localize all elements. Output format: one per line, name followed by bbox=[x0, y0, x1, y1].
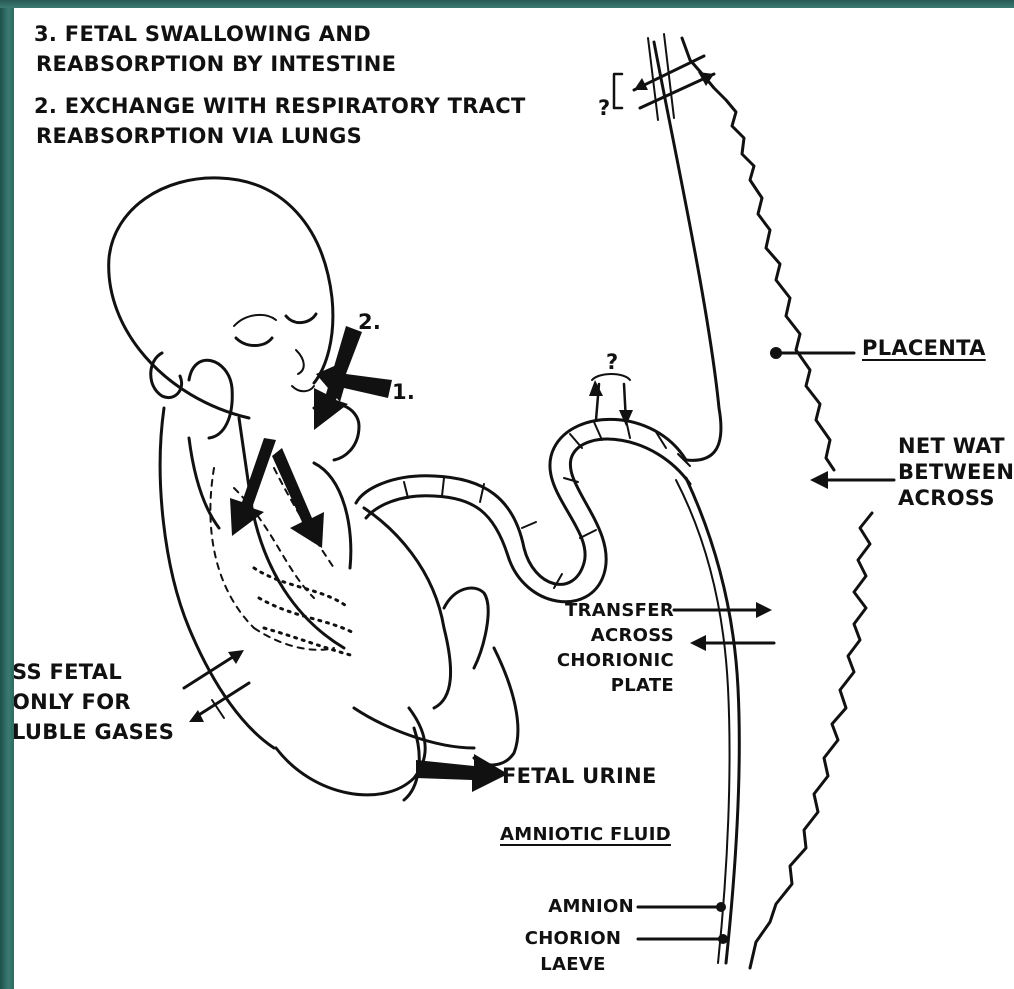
chorion-label-line1: CHORION bbox=[508, 928, 638, 950]
respiratory-label-line2: REABSORPTION VIA LUNGS bbox=[36, 124, 362, 148]
swallowing-label-line1: 3. FETAL SWALLOWING AND bbox=[34, 22, 371, 46]
question-mark-top: ? bbox=[598, 96, 610, 120]
cord-question-bracket bbox=[592, 374, 630, 380]
fetal-urine-label: FETAL URINE bbox=[502, 764, 657, 788]
chorion-label-line2: LAEVE bbox=[508, 954, 638, 976]
fetal-lungs-dashed bbox=[210, 468, 334, 650]
arrowhead-cord-down bbox=[619, 410, 633, 426]
transfer-label-line1: TRANSFER bbox=[534, 600, 674, 622]
placenta-outline bbox=[682, 38, 834, 470]
fetal-head bbox=[109, 178, 333, 418]
fetal-eye-1 bbox=[236, 338, 272, 346]
amnion-dot bbox=[716, 902, 726, 912]
skin-label-line2: ONLY FOR bbox=[14, 690, 131, 714]
amnion-label: AMNION bbox=[508, 896, 634, 918]
fetal-eye-2 bbox=[286, 314, 316, 323]
net-water-label-line1: NET WAT bbox=[898, 434, 1005, 458]
skin-label-line1: SS FETAL bbox=[14, 660, 122, 684]
chorion-dot bbox=[718, 934, 728, 944]
arrowhead-transfer-left bbox=[690, 635, 706, 651]
transfer-label-line4: PLATE bbox=[534, 675, 674, 697]
umbilical-cord-inner bbox=[366, 439, 690, 602]
transfer-label-line3: CHORIONIC bbox=[534, 650, 674, 672]
placenta-dot bbox=[770, 347, 782, 359]
fetal-arm bbox=[189, 438, 219, 528]
fetal-knee bbox=[474, 648, 518, 765]
bracket-question-top bbox=[614, 74, 622, 108]
slide-frame-left bbox=[0, 0, 14, 989]
fetal-brow bbox=[234, 315, 276, 326]
respiratory-label-line1: 2. EXCHANGE WITH RESPIRATORY TRACT bbox=[34, 94, 526, 118]
arrowhead-transfer-right bbox=[756, 602, 772, 618]
uterine-wall-lower bbox=[750, 513, 872, 968]
amniotic-fluid-label: AMNIOTIC FLUID bbox=[500, 824, 671, 846]
thick-arrow-urine bbox=[416, 754, 508, 792]
arrowhead-cord-up bbox=[589, 380, 603, 396]
cord-striations bbox=[404, 420, 690, 588]
fetal-leg-upper bbox=[364, 508, 451, 708]
swallowing-label-line2: REABSORPTION BY INTESTINE bbox=[36, 52, 396, 76]
thick-arrow-body-left bbox=[230, 438, 276, 536]
respiratory-marker: 2. bbox=[358, 310, 381, 334]
fetal-mouth bbox=[292, 386, 314, 391]
fetal-intestine-dotted bbox=[254, 568, 354, 656]
net-water-label-line3: ACROSS bbox=[898, 486, 995, 510]
skin-label-line3: LUBLE GASES bbox=[14, 720, 174, 744]
fetal-nose bbox=[296, 350, 304, 374]
question-mark-cord: ? bbox=[606, 350, 618, 374]
skin-arrow-in bbox=[184, 653, 239, 688]
net-water-label-line2: BETWEEN bbox=[898, 460, 1014, 484]
transfer-label-line2: ACROSS bbox=[534, 625, 674, 647]
fetal-hand-1 bbox=[189, 360, 232, 438]
diagram-panel: 3. FETAL SWALLOWING AND REABSORPTION BY … bbox=[14, 8, 1014, 989]
amnion-membrane bbox=[676, 480, 730, 963]
slide-frame-top bbox=[0, 0, 1014, 8]
fetal-thigh bbox=[276, 708, 425, 795]
placenta-label: PLACENTA bbox=[862, 336, 986, 360]
swallowing-marker: 1. bbox=[392, 380, 415, 404]
chorionic-plate-lower bbox=[686, 478, 739, 963]
fetal-chest bbox=[239, 418, 344, 648]
arrowhead-net-water bbox=[810, 471, 828, 489]
chorion-membrane-upper bbox=[654, 42, 721, 460]
